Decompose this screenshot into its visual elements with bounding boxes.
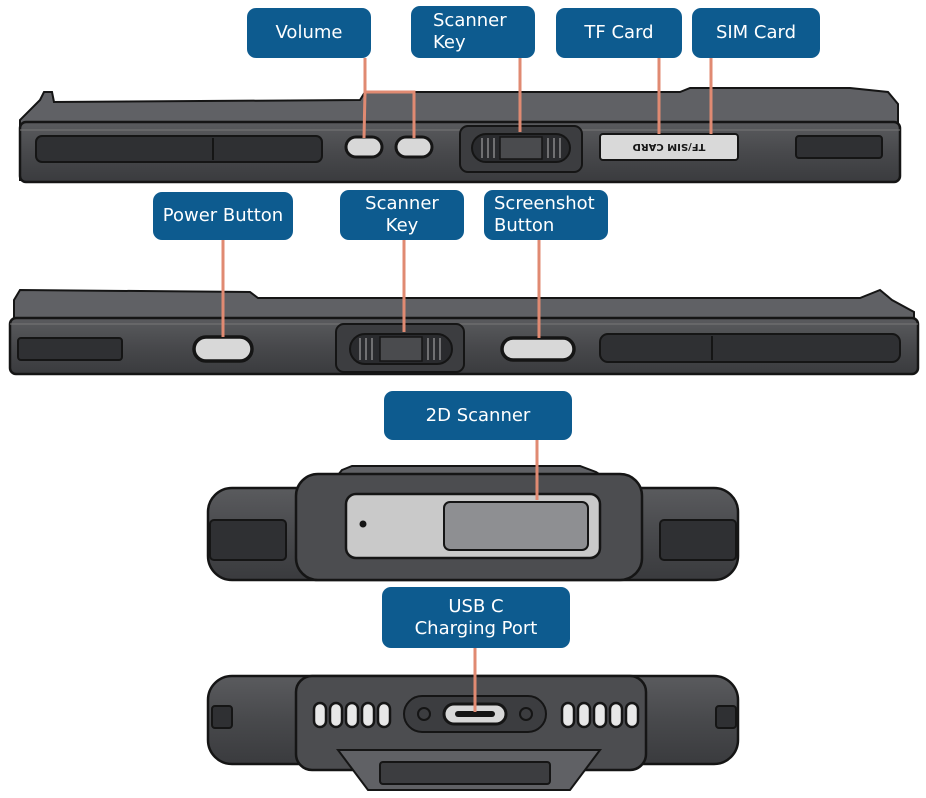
callout-scanner-key-middle: Scanner Key <box>340 190 464 240</box>
speaker-grille-left <box>312 701 392 729</box>
tf-sim-card-slot <box>599 133 739 161</box>
top-end-view <box>206 465 740 582</box>
side-grip-slot <box>35 135 323 163</box>
screenshot-button <box>500 336 576 362</box>
callout-volume: Volume <box>247 8 371 58</box>
callout-tf-card: TF Card <box>556 8 682 58</box>
callout-scanner-key-top: Scanner Key <box>411 6 535 58</box>
volume-down-button <box>344 135 384 159</box>
volume-up-button <box>394 135 434 159</box>
bottom-end-view <box>206 674 740 791</box>
callout-sim-card: SIM Card <box>692 8 820 58</box>
top-side-view: TF/SIM CARD <box>18 87 902 184</box>
speaker-grille-right <box>560 701 640 729</box>
bottom-side-view <box>8 288 920 376</box>
callout-screenshot-button: Screenshot Button <box>484 190 608 240</box>
leader-lines <box>221 58 713 712</box>
callout-power-button: Power Button <box>153 192 293 240</box>
slot-label-text: TF/SIM CARD <box>633 141 706 152</box>
callout-2d-scanner: 2D Scanner <box>384 391 572 440</box>
callout-usb-c: USB C Charging Port <box>382 587 570 648</box>
power-button <box>192 335 254 363</box>
